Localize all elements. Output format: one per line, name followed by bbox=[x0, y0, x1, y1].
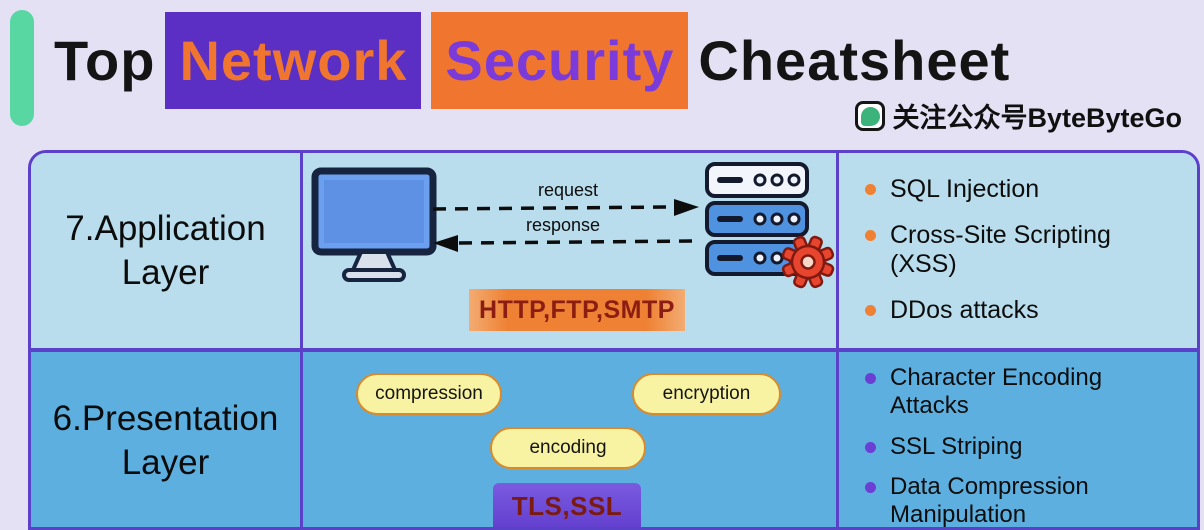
request-response-arrows bbox=[432, 199, 700, 252]
osi-layers-table: 7.Application Layer request response bbox=[28, 150, 1200, 530]
bullet-icon bbox=[865, 184, 876, 195]
title-accent-bar bbox=[10, 10, 34, 126]
attack-text: Data Compression Manipulation bbox=[890, 473, 1089, 529]
encryption-pill: encryption bbox=[632, 373, 781, 415]
bullet-icon bbox=[865, 230, 876, 241]
presentation-attacks-cell: Character Encoding Attacks SSL Striping … bbox=[839, 352, 1197, 529]
layer-label-application: 7.Application Layer bbox=[31, 153, 303, 352]
attack-text: SSL Striping bbox=[890, 432, 1023, 460]
application-layer-diagram: request response bbox=[303, 153, 839, 352]
attack-item: DDos attacks bbox=[865, 296, 1153, 325]
application-protocols-badge: HTTP,FTP,SMTP bbox=[469, 289, 685, 331]
title-word-top: Top bbox=[54, 29, 156, 92]
title-network-highlight: Network bbox=[165, 12, 422, 109]
title-security-highlight: Security bbox=[431, 12, 689, 109]
bytebytego-credit: 关注公众号ByteByteGo bbox=[855, 96, 1182, 135]
attack-text: SQL Injection bbox=[890, 175, 1040, 203]
server-icon bbox=[705, 162, 809, 276]
layer-label-presentation: 6.Presentation Layer bbox=[31, 352, 303, 527]
response-label: response bbox=[525, 215, 601, 235]
presentation-protocols-badge: TLS,SSL bbox=[493, 483, 641, 527]
bullet-icon bbox=[865, 482, 876, 494]
title-word-cheatsheet: Cheatsheet bbox=[698, 29, 1011, 92]
attack-text: DDos attacks bbox=[890, 296, 1039, 324]
compression-pill: compression bbox=[356, 373, 502, 415]
bytebytego-credit-text: 关注公众号ByteByteGo bbox=[892, 103, 1182, 133]
presentation-layer-diagram: compression encryption encoding TLS,SSL bbox=[303, 352, 839, 527]
attack-text: Character Encoding Attacks bbox=[890, 364, 1103, 419]
gear-icon bbox=[781, 235, 835, 289]
application-attacks-list: SQL Injection Cross-Site Scripting (XSS)… bbox=[839, 153, 1197, 325]
bullet-icon bbox=[865, 441, 876, 453]
bullet-icon bbox=[865, 373, 876, 384]
attack-item: SSL Striping bbox=[865, 433, 1153, 461]
request-label: request bbox=[537, 180, 599, 200]
attack-text: Cross-Site Scripting (XSS) bbox=[890, 221, 1111, 278]
computer-icon bbox=[311, 167, 437, 282]
attack-item: Cross-Site Scripting (XSS) bbox=[865, 221, 1153, 279]
bytebytego-logo-icon bbox=[855, 100, 886, 131]
page-title: Top Network Security Cheatsheet bbox=[54, 12, 1010, 109]
bullet-icon bbox=[865, 305, 876, 316]
encoding-pill: encoding bbox=[490, 427, 646, 469]
attack-item: SQL Injection bbox=[865, 175, 1153, 204]
presentation-attacks-list: Character Encoding Attacks SSL Striping … bbox=[839, 352, 1197, 529]
application-attacks-cell: SQL Injection Cross-Site Scripting (XSS)… bbox=[839, 153, 1197, 352]
attack-item: Character Encoding Attacks bbox=[865, 364, 1153, 420]
attack-item: Data Compression Manipulation bbox=[865, 473, 1153, 529]
